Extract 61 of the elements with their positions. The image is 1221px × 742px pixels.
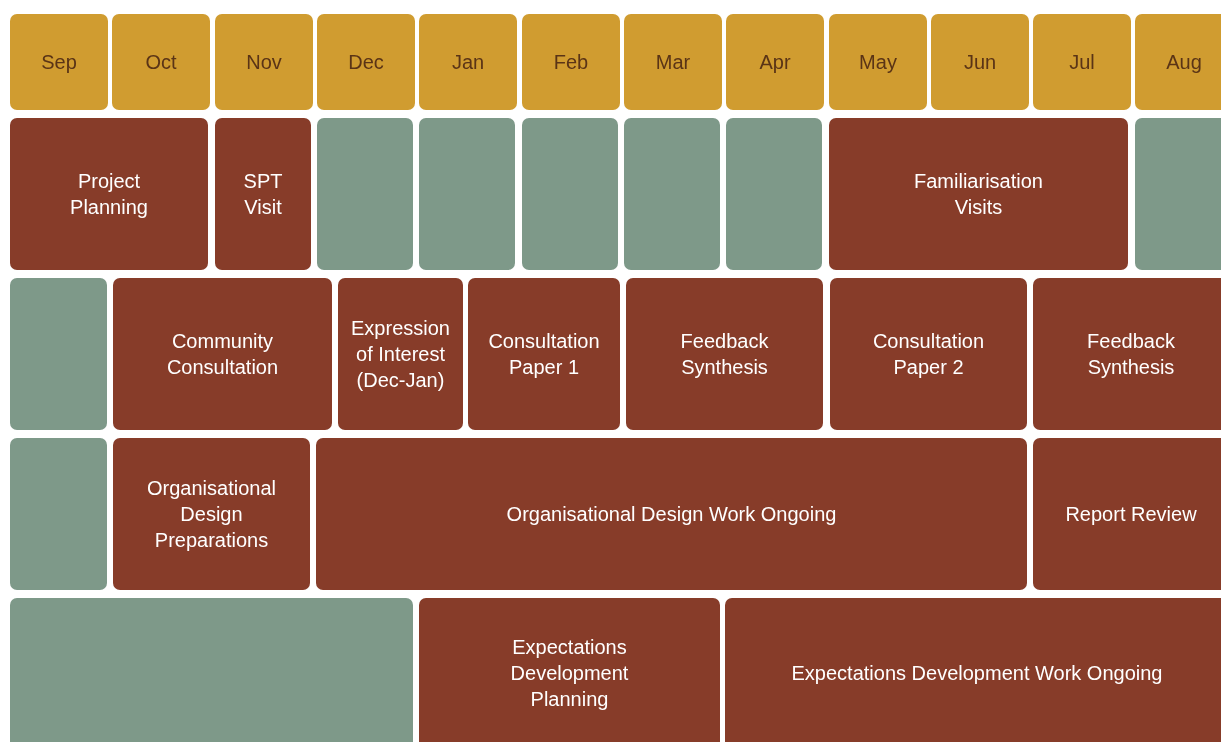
activity-label: Consultation Paper 2: [871, 329, 986, 380]
month-label: Feb: [553, 50, 589, 75]
activity-label: Organisational Design Work Ongoing: [506, 502, 837, 527]
empty-cell: [522, 118, 618, 270]
activity-label: Community Consultation: [165, 329, 280, 380]
activity-box: [468, 278, 620, 430]
activity-box: [1033, 278, 1221, 430]
empty-cell: [10, 438, 107, 590]
month-header: [317, 14, 415, 110]
activity-box: [113, 278, 332, 430]
activity-label: Expectations Development Work Ongoing: [791, 661, 1163, 686]
activity-box: [419, 598, 720, 742]
empty-cell: [10, 598, 413, 742]
empty-cell: [726, 118, 822, 270]
activity-label: Organisational Design Preparations: [146, 476, 277, 553]
activity-label: Familiarisation Visits: [913, 169, 1044, 220]
activity-label: Project Planning: [69, 169, 149, 220]
month-header: [1135, 14, 1221, 110]
activity-label: Report Review: [1065, 502, 1197, 527]
empty-cell: [419, 118, 515, 270]
activity-label: Expression of Interest (Dec-Jan): [350, 316, 451, 393]
month-label: Aug: [1166, 50, 1202, 75]
activity-label: Feedback Synthesis: [679, 329, 770, 380]
activity-box: [830, 278, 1027, 430]
month-header: [931, 14, 1029, 110]
month-label: Nov: [246, 50, 282, 75]
month-header: [112, 14, 210, 110]
month-header: [10, 14, 108, 110]
month-header: [522, 14, 620, 110]
activity-label: SPT Visit: [242, 169, 284, 220]
empty-cell: [624, 118, 720, 270]
month-label: Dec: [348, 50, 384, 75]
activity-box: [725, 598, 1221, 742]
activity-box: [113, 438, 310, 590]
activity-box: [829, 118, 1128, 270]
activity-box: [338, 278, 463, 430]
month-header: [829, 14, 927, 110]
activity-box: [316, 438, 1027, 590]
month-label: Jul: [1069, 50, 1095, 75]
month-header: [215, 14, 313, 110]
activity-box: [215, 118, 311, 270]
month-header: [419, 14, 517, 110]
month-label: Apr: [759, 50, 791, 75]
activity-label: Consultation Paper 1: [487, 329, 601, 380]
empty-cell: [1135, 118, 1221, 270]
month-label: Mar: [655, 50, 691, 75]
activity-box: [10, 118, 208, 270]
empty-cell: [10, 278, 107, 430]
activity-label: Feedback Synthesis: [1086, 329, 1176, 380]
month-header: [726, 14, 824, 110]
month-label: Oct: [145, 50, 177, 75]
month-header: [624, 14, 722, 110]
month-label: May: [859, 50, 897, 75]
month-header: [1033, 14, 1131, 110]
month-label: Sep: [41, 50, 77, 75]
empty-cell: [317, 118, 413, 270]
month-label: Jan: [451, 50, 485, 75]
activity-box: [1033, 438, 1221, 590]
month-label: Jun: [963, 50, 997, 75]
activity-box: [626, 278, 823, 430]
activity-label: Expectations Development Planning: [509, 635, 630, 712]
